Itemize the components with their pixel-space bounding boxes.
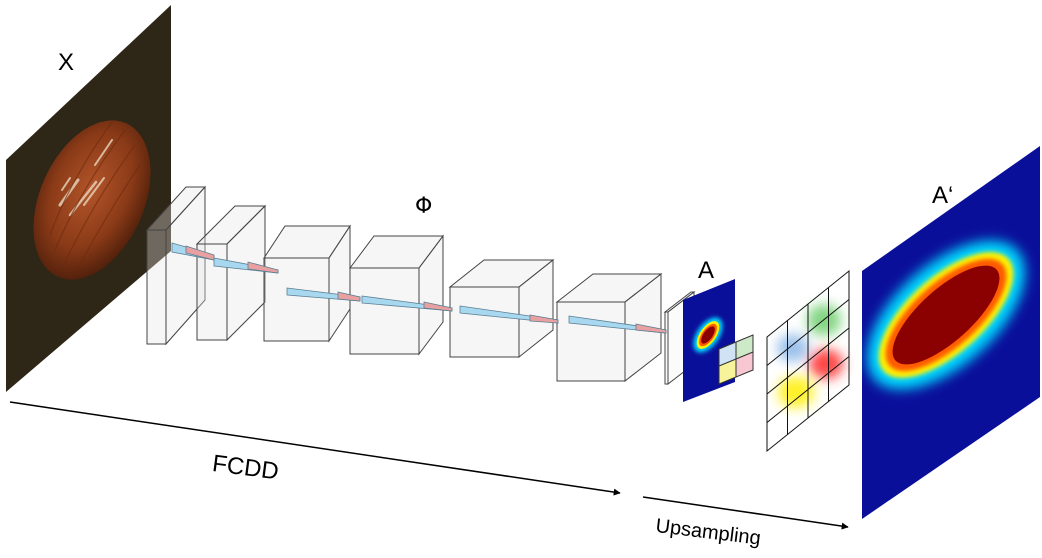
- fcdd-arrow: [9, 401, 621, 496]
- kernel-beam-2: [213, 257, 279, 274]
- kernel-beam-4: [361, 295, 453, 312]
- kernel-beam-5: [459, 305, 559, 324]
- kernel-beams: [171, 242, 667, 334]
- conv-layers: [145, 185, 696, 386]
- label-x: X: [58, 49, 75, 76]
- conv-layer-3: [263, 224, 351, 343]
- small-kernel-grid: [718, 334, 754, 385]
- conv-layer-4: [349, 234, 444, 356]
- hazelnut-stripes: [49, 121, 141, 269]
- upsampling-kernel-grid: [766, 269, 850, 453]
- conv-layer-1: [145, 185, 207, 346]
- conv-layer-5: [448, 258, 555, 359]
- kernel-beam-6: [568, 315, 667, 334]
- kernel-beam-1: [171, 242, 215, 261]
- heatmap-a: [683, 279, 735, 402]
- label-phi: Φ: [415, 194, 433, 219]
- label-a-prime: A‘: [932, 182, 954, 209]
- kernel-beam-3: [286, 287, 361, 302]
- hazelnut-shape: [33, 120, 151, 280]
- conv-layer-2: [195, 204, 267, 342]
- heatmap-a-prime: [862, 146, 1040, 519]
- label-a: A: [698, 257, 715, 284]
- input-image: [6, 5, 171, 392]
- upsampling-arrow: [642, 496, 849, 530]
